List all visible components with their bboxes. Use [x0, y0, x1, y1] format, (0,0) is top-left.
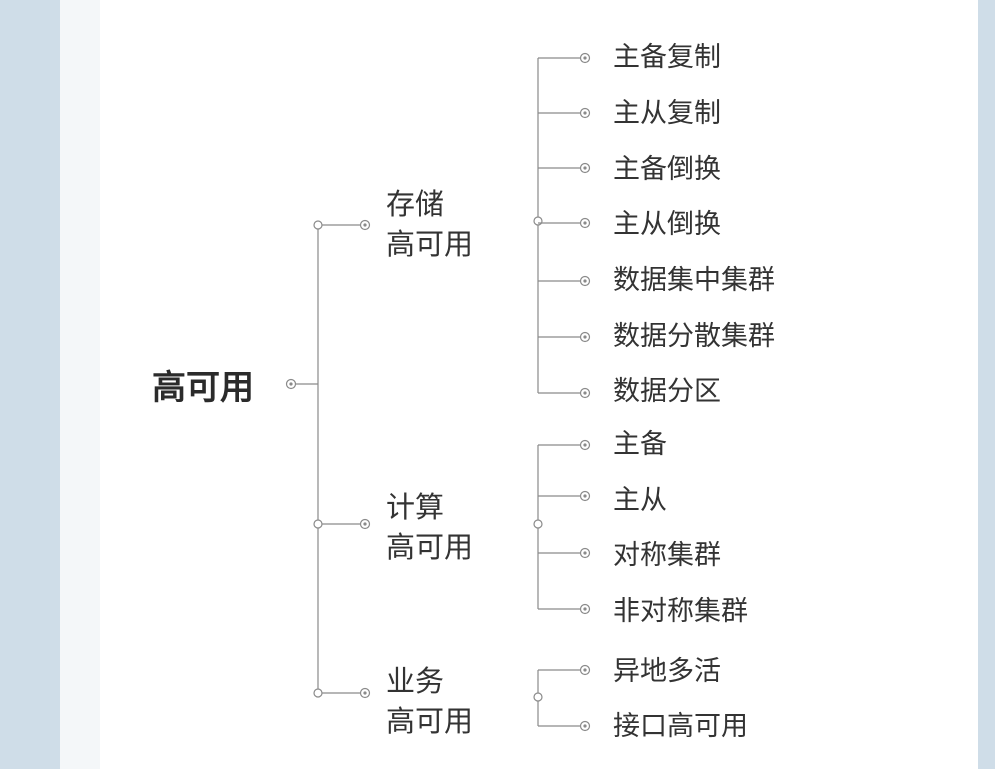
- leaf-compute-2: 对称集群: [613, 540, 721, 571]
- leaf-endpoint-1-1-dot: [583, 494, 587, 498]
- branch-business-line1: 业务: [386, 664, 445, 698]
- group-junction-2: [533, 692, 543, 702]
- leaf-storage-5: 数据分散集群: [613, 321, 775, 352]
- branch-compute-line2: 高可用: [386, 530, 474, 564]
- branch-junction-1: [313, 519, 323, 529]
- leaf-storage-2: 主备倒换: [613, 154, 721, 185]
- leaf-business-0: 异地多活: [613, 656, 721, 687]
- branch-compute-label: 计算 高可用: [386, 487, 473, 567]
- leaf-endpoint-0-3-dot: [583, 221, 587, 225]
- leaf-endpoint-0-0-dot: [583, 56, 587, 60]
- leaf-endpoint-2-1-dot: [583, 724, 587, 728]
- branch-business-line2: 高可用: [386, 704, 474, 738]
- leaf-endpoint-1-0-dot: [583, 443, 587, 447]
- branch-endpoint-2-dot: [363, 691, 367, 695]
- branch-storage-label: 存储 高可用: [386, 184, 473, 264]
- leaf-endpoint-0-6-dot: [583, 391, 587, 395]
- leaf-compute-3: 非对称集群: [613, 596, 748, 627]
- group-junction-1: [533, 519, 543, 529]
- branch-endpoint-1-dot: [363, 522, 367, 526]
- leaf-endpoint-0-4-dot: [583, 279, 587, 283]
- leaf-endpoint-1-2-dot: [583, 551, 587, 555]
- leaf-business-1: 接口高可用: [613, 711, 748, 742]
- branch-storage-line1: 存储: [386, 187, 445, 221]
- diagram-panel: [100, 0, 978, 769]
- leaf-compute-0: 主备: [613, 429, 667, 460]
- branch-endpoint-0-dot: [363, 223, 367, 227]
- leaf-endpoint-2-0-dot: [583, 668, 587, 672]
- leaf-compute-1: 主从: [613, 485, 667, 516]
- branch-compute-line1: 计算: [386, 490, 445, 524]
- leaf-storage-4: 数据集中集群: [613, 265, 775, 296]
- leaf-endpoint-1-3-dot: [583, 607, 587, 611]
- branch-junction-0: [313, 220, 323, 230]
- branch-storage-line2: 高可用: [386, 227, 474, 261]
- leaf-endpoint-0-5-dot: [583, 335, 587, 339]
- leaf-endpoint-0-1-dot: [583, 111, 587, 115]
- leaf-storage-3: 主从倒换: [613, 209, 721, 240]
- root-endpoint-dot: [289, 382, 293, 386]
- leaf-storage-1: 主从复制: [613, 98, 721, 129]
- branch-junction-2: [313, 688, 323, 698]
- branch-business-label: 业务 高可用: [386, 661, 473, 741]
- leaf-endpoint-0-2-dot: [583, 166, 587, 170]
- leaf-storage-0: 主备复制: [613, 42, 721, 73]
- root-node-label: 高可用: [152, 368, 254, 408]
- leaf-storage-6: 数据分区: [613, 376, 721, 407]
- group-junction-0: [533, 216, 543, 226]
